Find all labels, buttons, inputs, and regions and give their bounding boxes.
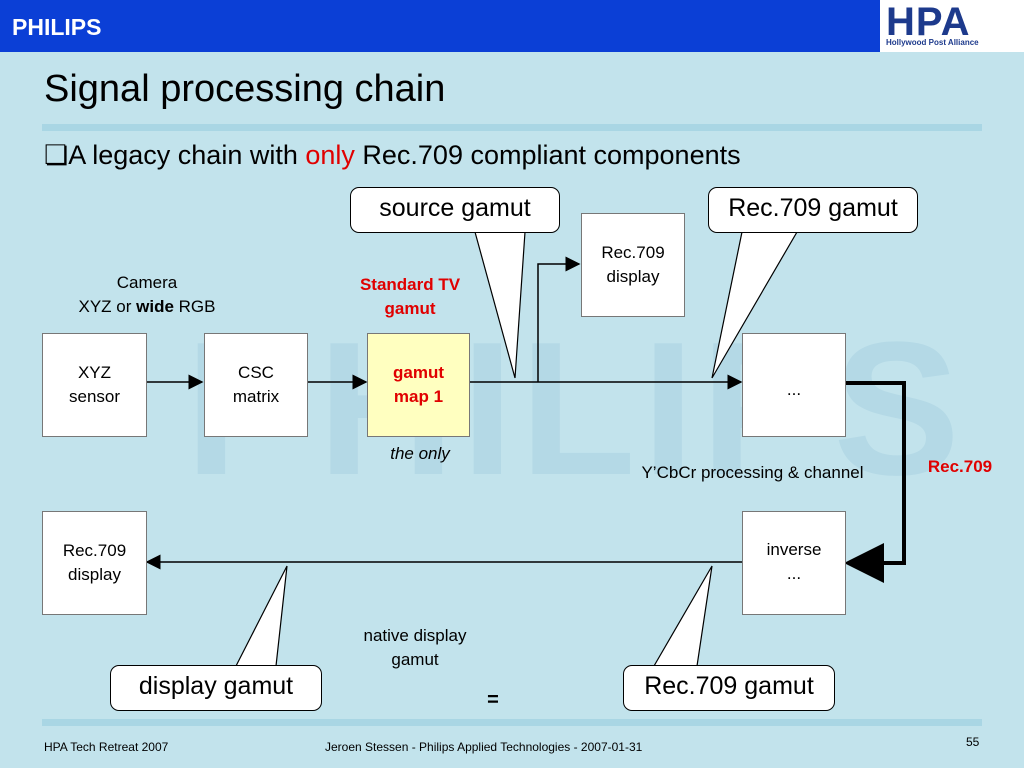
callout-tail-rec709-bottom [652, 565, 713, 667]
ellipsis-text: ... [786, 380, 802, 399]
bullet-text-before: A legacy chain with [68, 140, 306, 170]
csc-matrix-line1: CSC [238, 363, 274, 382]
rec709-display-top-box: Rec.709 display [581, 213, 685, 317]
gamut-map-line1: gamut [393, 363, 444, 382]
ycbcr-channel-label: Y’CbCr processing & channel [641, 463, 864, 482]
footer-event: HPA Tech Retreat 2007 [44, 740, 169, 754]
hpa-logo: HPA Hollywood Post Alliance [880, 0, 1024, 52]
bullet-highlight: only [305, 140, 355, 170]
checkbox-bullet-icon: ❏ [44, 140, 69, 170]
rec709-side-label: Rec.709 [927, 457, 993, 476]
xyz-sensor-line1: XYZ [77, 363, 112, 382]
hpa-logo-subtext: Hollywood Post Alliance [886, 38, 979, 47]
slide-title: Signal processing chain [44, 68, 446, 110]
callout-tail-display-gamut [235, 565, 288, 667]
callout-source-gamut: source gamut [350, 187, 560, 233]
gamut-map-box: gamut map 1 [367, 333, 470, 437]
callout-display-gamut: display gamut [110, 665, 322, 711]
camera-label: Camera XYZ or wide RGB [62, 271, 232, 319]
standard-tv-gamut-label: Standard TV gamut [340, 273, 480, 321]
native-display-gamut-line1: native display [363, 626, 467, 645]
arrow-branch-to-top-display [537, 256, 581, 382]
camera-label-part-c: RGB [173, 297, 216, 316]
footer-divider [42, 719, 982, 726]
camera-label-part-a: XYZ or [78, 297, 137, 316]
equals-sign: = [487, 689, 499, 711]
csc-matrix-box: CSC matrix [204, 333, 308, 437]
philips-brand: PHILIPS [12, 14, 102, 40]
csc-matrix-line2: matrix [232, 387, 280, 406]
bullet-text-after: Rec.709 compliant components [354, 140, 741, 170]
callout-rec709-gamut-top: Rec.709 gamut [708, 187, 918, 233]
inverse-box: inverse ... [742, 511, 846, 615]
title-divider [42, 124, 982, 131]
rec709-display-top-line2: display [606, 267, 660, 286]
inverse-line2: ... [786, 564, 802, 583]
page-number: 55 [966, 735, 980, 749]
rec709-display-top-line1: Rec.709 [601, 243, 665, 262]
camera-label-line1: Camera [116, 273, 178, 292]
gamut-map-line2: map 1 [393, 387, 444, 406]
xyz-sensor-box: XYZ sensor [42, 333, 147, 437]
header-bar: PHILIPS [0, 0, 880, 52]
callout-tail-source-gamut [474, 231, 526, 379]
bullet-point: ❏A legacy chain with only Rec.709 compli… [44, 140, 741, 171]
rec709-display-bottom-line2: display [68, 565, 121, 584]
callout-rec709-gamut-bottom: Rec.709 gamut [623, 665, 835, 711]
footer-author: Jeroen Stessen - Philips Applied Technol… [325, 740, 643, 754]
standard-tv-gamut-line2: gamut [384, 299, 436, 318]
native-display-gamut-label: native display gamut [340, 624, 490, 672]
xyz-sensor-line2: sensor [68, 387, 121, 406]
hpa-logo-mark: HPA [886, 0, 971, 44]
rec709-display-bottom-box: Rec.709 display [42, 511, 147, 615]
channel-loop [844, 381, 906, 583]
camera-label-wide: wide [136, 297, 174, 316]
inverse-line1: inverse [766, 540, 822, 559]
ellipsis-box: ... [742, 333, 846, 437]
rec709-display-bottom-line1: Rec.709 [62, 541, 127, 560]
native-display-gamut-line2: gamut [391, 650, 439, 669]
standard-tv-gamut-line1: Standard TV [359, 275, 461, 294]
the-only-label: the only [390, 444, 450, 463]
